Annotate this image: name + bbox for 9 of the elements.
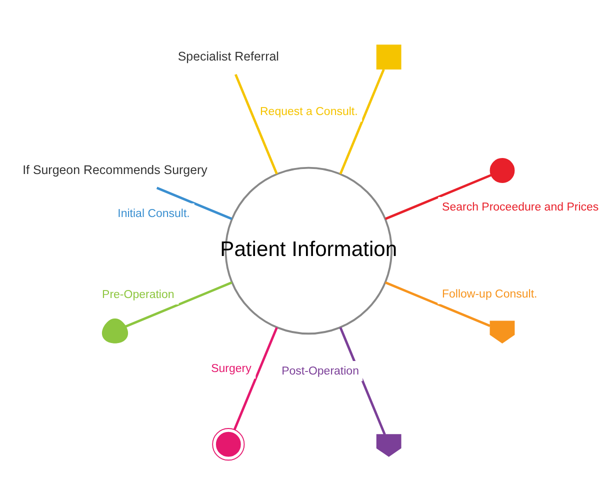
edge-label: Search Proceedure and Prices	[442, 201, 599, 214]
edge-label: Request a Consult.	[260, 106, 358, 118]
edge-label: Initial Consult.	[118, 207, 190, 220]
edge-label: Pre-Operation	[102, 288, 174, 300]
edge-label: Follow-up Consult.	[442, 288, 538, 300]
edge-label: Post-Operation	[282, 364, 359, 377]
node-text: If Surgeon Recommends Surgery	[22, 162, 208, 176]
edge-label: Surgery	[211, 362, 252, 374]
node-text: Specialist Referral	[178, 48, 279, 63]
